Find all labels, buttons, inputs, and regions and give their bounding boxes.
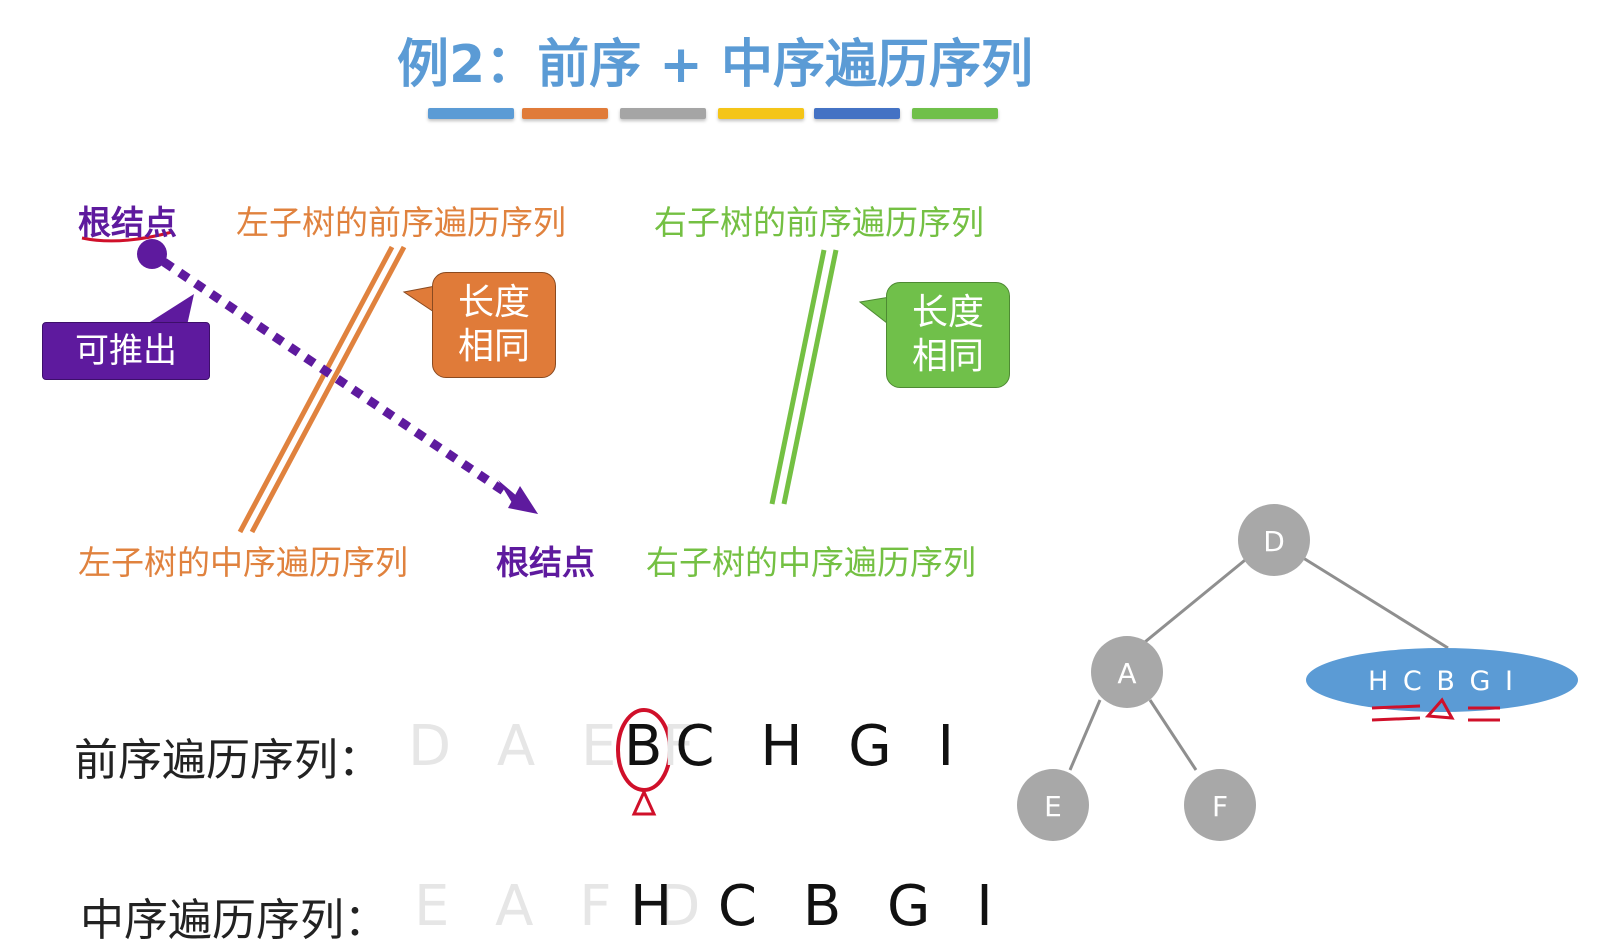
right-preorder-label: 右子树的前序遍历序列 <box>654 203 984 242</box>
page-title: 例2：前序 + 中序遍历序列 <box>397 35 1033 95</box>
color-bar-3 <box>620 108 706 119</box>
green-divider-line-2 <box>781 249 839 505</box>
derive-callout-text: 可推出 <box>75 331 177 371</box>
root-dot <box>137 239 167 269</box>
preorder-label: 前序遍历序列： <box>74 735 382 786</box>
color-bar-2 <box>522 108 608 119</box>
inorder-label: 中序遍历序列： <box>80 895 388 946</box>
tree-edge-d-a <box>1139 554 1251 648</box>
derive-callout: 可推出 <box>42 322 210 380</box>
color-bar-1 <box>428 108 514 119</box>
same-length-left-line-1: 长度 <box>457 282 530 323</box>
same-length-right-line-1: 长度 <box>911 292 984 333</box>
tree-right-subtree <box>1306 648 1578 712</box>
tree-edge-d-right <box>1299 554 1449 650</box>
tree-node-e-label: E <box>1044 790 1062 823</box>
left-preorder-label: 左子树的前序遍历序列 <box>236 203 566 242</box>
derive-callout-tail <box>150 294 194 330</box>
orange-divider-line-2 <box>249 245 407 534</box>
red-annotation-mark <box>1371 697 1500 722</box>
color-bar-6 <box>912 108 998 119</box>
inorder-processed: E A F D <box>414 874 715 939</box>
tree-node-d <box>1238 504 1310 576</box>
tree-node-a <box>1091 636 1163 708</box>
color-bar-5 <box>814 108 900 119</box>
same-length-callout-right: 长度 相同 <box>886 282 1010 388</box>
tree-edge-a-e <box>1068 699 1102 771</box>
right-inorder-label: 右子树的中序遍历序列 <box>646 543 976 582</box>
tree-node-a-label: A <box>1117 657 1136 690</box>
derive-arrow-line <box>161 258 511 498</box>
tree-node-f-label: F <box>1212 790 1228 823</box>
green-divider-line-1 <box>769 249 827 505</box>
tree-node-f <box>1184 769 1256 841</box>
left-inorder-label: 左子树的中序遍历序列 <box>78 543 408 582</box>
derive-arrow-head-b <box>508 486 538 514</box>
tree-edge-a-f <box>1148 699 1198 771</box>
bottom-root-label: 根结点 <box>496 543 595 582</box>
top-root-label: 根结点 <box>78 203 177 242</box>
tree-right-subtree-label: H C B G I <box>1368 666 1516 697</box>
red-underline-mark <box>81 230 173 243</box>
orange-divider-line-1 <box>237 245 395 534</box>
same-length-right-line-2: 相同 <box>911 336 984 377</box>
same-length-left-line-2: 相同 <box>457 326 530 367</box>
red-triangle-b <box>631 788 657 816</box>
preorder-remaining: BC H G I <box>624 714 968 779</box>
same-length-callout-left: 长度 相同 <box>432 272 556 378</box>
tree-node-d-label: D <box>1263 525 1285 558</box>
tree-node-e <box>1017 769 1089 841</box>
color-bar-4 <box>718 108 804 119</box>
preorder-processed: D A E F <box>408 714 709 779</box>
inorder-remaining: H C B G I <box>630 874 1007 939</box>
